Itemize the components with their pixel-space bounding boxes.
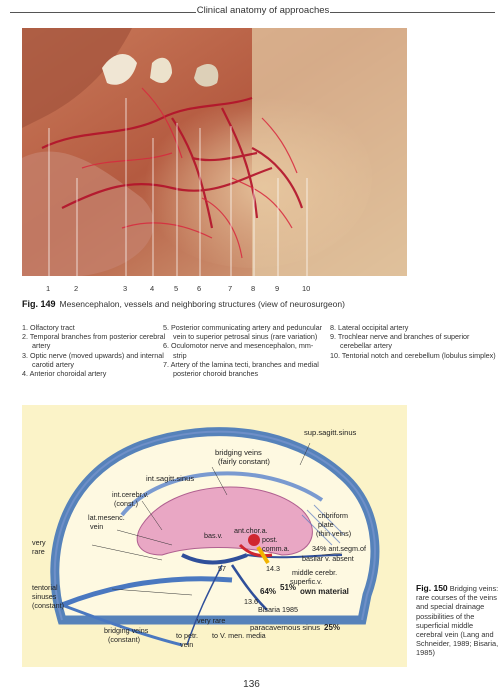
label-comm-a: comm.a. <box>262 544 290 553</box>
label-cribriform-thin-veins: (thin veins) <box>316 529 351 538</box>
photo-ref-7: 7 <box>228 284 233 293</box>
legend-item: 9. Trochlear nerve and branches of super… <box>330 332 470 351</box>
label-bridging-veins-constant: (constant) <box>108 635 140 644</box>
label-cribriform: cribriform <box>318 511 348 520</box>
label-int-sagitt-sinus: int.sagitt.sinus <box>146 474 194 483</box>
label-int-cerebr-const: (const.) <box>114 499 138 508</box>
photo-ref-6: 6 <box>197 284 202 293</box>
photo-ref-5: 5 <box>174 284 179 293</box>
label-lat-mesenc: lat.mesenc. <box>88 513 125 522</box>
label-to-petr-vein: vein <box>180 640 193 649</box>
label-bridging-veins-bottom: bridging veins <box>104 626 149 635</box>
legend-column-3: 8. Lateral occipital artery 9. Trochlear… <box>330 323 500 360</box>
surgical-photo-illustration <box>22 28 407 276</box>
fig149-caption-text: Mesencephalon, vessels and neighboring s… <box>59 299 345 309</box>
label-51-pct: 51% <box>280 583 296 592</box>
fig150-caption: Fig. 150 Bridging veins: rare courses of… <box>416 583 500 658</box>
legend-item: 10. Tentorial notch and cerebellum (lobu… <box>330 350 496 360</box>
label-very-rare-bottom: very rare <box>197 616 225 625</box>
running-header: Clinical anatomy of approaches <box>196 5 330 16</box>
legend-item: 3. Optic nerve (moved upwards) and inter… <box>22 350 164 369</box>
label-middle-cerebr: middle cerebr. <box>292 568 337 577</box>
label-bas-v: bas.v. <box>204 531 223 540</box>
photo-ref-2: 2 <box>74 284 79 293</box>
label-post: post. <box>262 535 278 544</box>
fig150-caption-text: Bridging veins: rare courses of the vein… <box>416 584 499 658</box>
photo-ref-10: 10 <box>302 284 311 293</box>
legend-item: 5. Posterior communicating artery and pe… <box>163 323 323 342</box>
label-int-cerebr-v: int.cerebr.v. <box>112 490 149 499</box>
label-34-pct: 34% ant.segm.of <box>312 544 366 553</box>
label-bisaria-1985: Bisaria 1985 <box>258 605 298 614</box>
photo-ref-8: 8 <box>251 284 256 293</box>
legend-item: 4. Anterior choroidal artery <box>22 369 107 379</box>
label-13-6: 13.6 <box>244 597 258 606</box>
photo-ref-1: 1 <box>46 284 51 293</box>
legend-item: 1. Olfactory tract <box>22 323 75 332</box>
legend-item: 8. Lateral occipital artery <box>330 323 409 332</box>
label-lat-mesenc-vein: vein <box>90 522 103 531</box>
fig150-label: Fig. 150 <box>416 583 448 593</box>
header-rule-left <box>10 12 196 13</box>
legend-item: 6. Oculomotor nerve and mesencephalon, m… <box>163 341 314 360</box>
label-tentorial: tentorial <box>32 583 58 592</box>
label-basilar-absent: basilar v. absent <box>302 554 354 563</box>
photo-ref-4: 4 <box>150 284 155 293</box>
label-sup-sagitt-sinus: sup.sagitt.sinus <box>304 428 357 437</box>
bridging-veins-diagram: sup.sagitt.sinus bridging veins (fairly … <box>22 405 407 667</box>
label-to-petr: to petr. <box>176 631 198 640</box>
legend-column-2: 5. Posterior communicating artery and pe… <box>163 323 325 378</box>
legend-item: 7. Artery of the lamina tecti, branches … <box>163 359 319 379</box>
label-bridging-veins-top-note: (fairly constant) <box>218 457 270 466</box>
label-cribriform-plate: plate <box>318 520 334 529</box>
page-number: 136 <box>243 679 260 690</box>
label-rare: rare <box>32 547 45 556</box>
label-very: very <box>32 538 46 547</box>
label-superfic-v: superfic.v. <box>290 577 322 586</box>
photo-ref-3: 3 <box>123 284 128 293</box>
label-14-3: 14.3 <box>266 564 280 573</box>
legend-column-1: 1. Olfactory tract 2. Temporal branches … <box>22 323 172 378</box>
label-64-pct: 64% <box>260 587 276 596</box>
corpus-callosum-shape <box>136 486 313 556</box>
label-25-pct: 25% <box>324 623 340 632</box>
label-to-v-men-media: to V. men. media <box>212 631 266 640</box>
legend-item: 2. Temporal branches from posterior cere… <box>22 332 166 351</box>
header-rule-right <box>330 12 495 13</box>
label-own-material: own material <box>300 587 349 596</box>
fig149-photo <box>22 28 407 276</box>
label-tentorial-constant: (constant) <box>32 601 64 610</box>
label-paracavernous-sinus: paracavernous sinus <box>250 623 320 632</box>
label-sinuses: sinuses <box>32 592 57 601</box>
label-57: 57 <box>218 564 226 573</box>
fig149-label: Fig. 149 <box>22 299 56 309</box>
label-ant-chor-a: ant.chor.a. <box>234 526 268 535</box>
fig150-diagram: sup.sagitt.sinus bridging veins (fairly … <box>22 405 407 667</box>
photo-ref-9: 9 <box>275 284 280 293</box>
label-bridging-veins-top: bridging veins <box>215 448 262 457</box>
